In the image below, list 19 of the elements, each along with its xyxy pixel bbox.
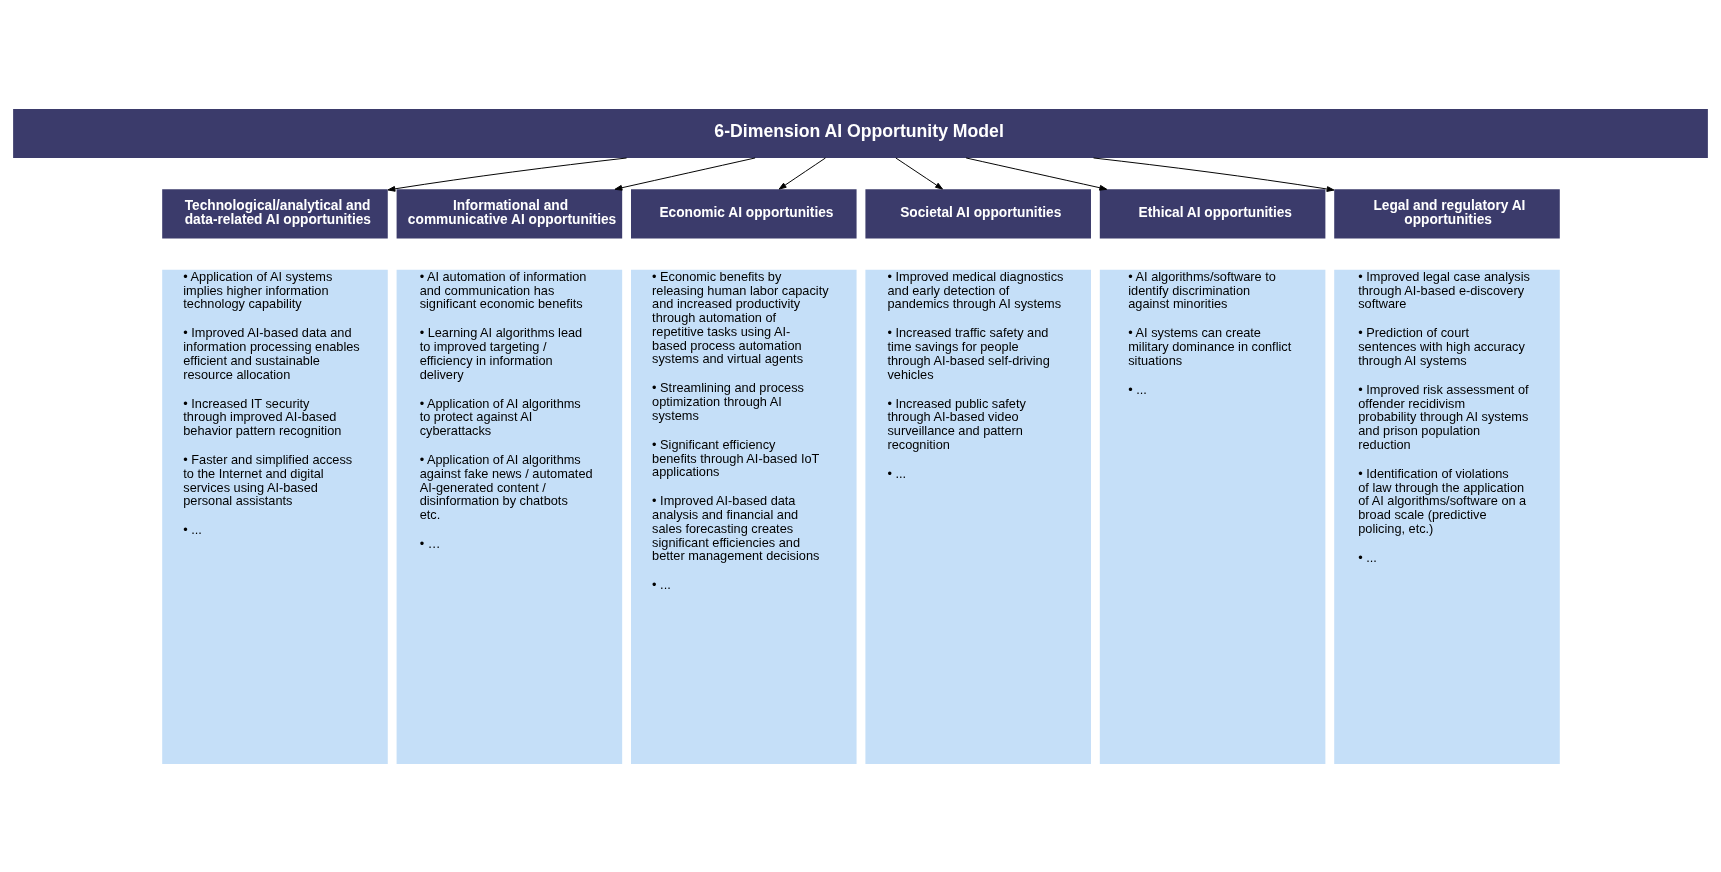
arrow <box>895 156 943 190</box>
node-box: • Economic benefits by releasing human labor capacity and increased productivity through automation of repetitive tasks using AI-based process automation systems and virtual agents • Streamlining and process optimization through AI systems • Significant efficiency benefits through AI-based IoT applications • Improved AI-based data analysis and financial and sales forecasting creates significant efficiencies and better management decisions • ... <box>631 269 857 764</box>
node-box: • Improved medical diagnostics and early detection of pandemics through AI systems • Increased traffic safety and time savings for people through AI-based self-driving vehicles • Increased public safety through AI-based video surveillance and pattern recognition • ... <box>865 269 1091 764</box>
node-box: Legal and regulatory AI opportunities <box>1334 188 1560 238</box>
arrow <box>778 156 826 190</box>
node-box: Economic AI opportunities <box>631 188 857 238</box>
arrow <box>965 156 1108 191</box>
node-box: • Application of AI systems implies higher information technology capability • Improved AI-based data and information processing enables efficient and sustainable resource allocation • Increased IT security through improved AI-based behavior pattern recognition • Faster and simplified access to the Internet and digital services using AI-based personal assistants • ... <box>162 269 388 764</box>
arrow <box>614 156 756 191</box>
arrow <box>387 157 628 192</box>
node-box: • Improved legal case analysis through AI-based e-discovery software • Prediction of court sentences with high accuracy through AI systems • Improved risk assessment of offender recidivism probability through AI systems and prison population reduction • Identification of violations of law through the application of AI algorithms/software on a broad scale (predictive policing, etc.) • ... <box>1334 269 1560 764</box>
node-box: Societal AI opportunities <box>865 188 1091 238</box>
arrow <box>1093 156 1335 192</box>
node-box: Informational and communicative AI opportunities <box>396 188 623 238</box>
node-box: 6-Dimension AI Opportunity Model <box>13 108 1708 158</box>
node-box: • AI algorithms/software to identify discrimination against minorities • AI systems can create military dominance in conflict situations • ... <box>1099 269 1326 764</box>
node-box: • AI automation of information and communication has significant economic benefits • Learning AI algorithms lead to improved targeting / efficiency in information delivery • Application of AI algorithms to protect against AI cyberattacks • Application of AI algorithms against fake news / automated AI-generated content / disinformation by chatbots etc. • … <box>396 269 623 764</box>
node-box: Technological/analytical and data-related AI opportunities <box>162 188 388 238</box>
node-box: Ethical AI opportunities <box>1099 188 1326 238</box>
